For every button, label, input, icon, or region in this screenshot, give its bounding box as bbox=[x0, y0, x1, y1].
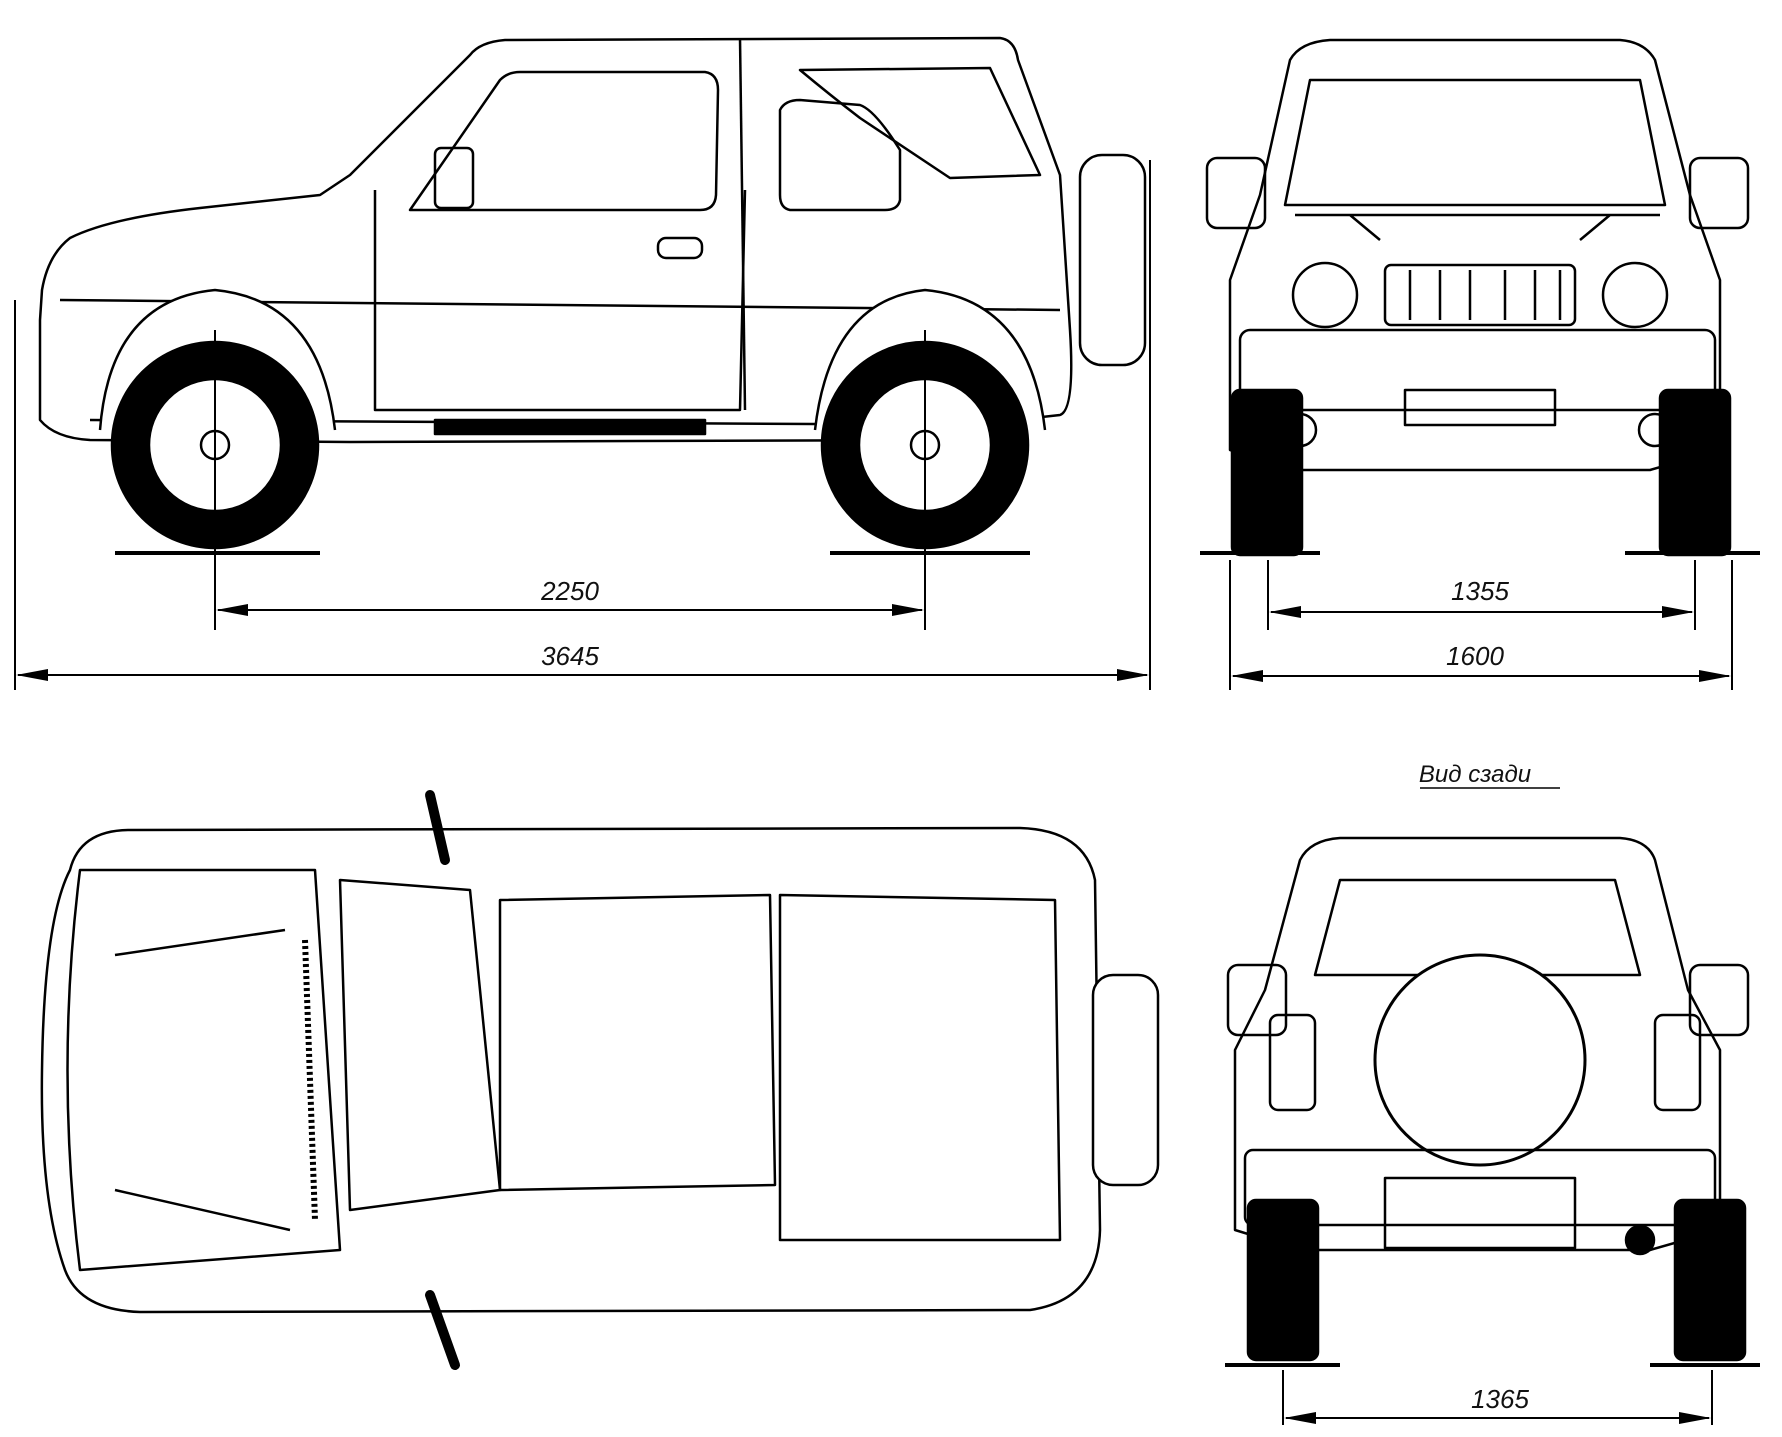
side-dimensions bbox=[14, 160, 1151, 690]
rear-track-label: 1365 bbox=[1471, 1384, 1529, 1414]
top-hood-lines bbox=[114, 928, 291, 1232]
rear-spare-tire bbox=[1373, 953, 1587, 1167]
front-headlight-right bbox=[1601, 261, 1669, 329]
overall-width-label: 1600 bbox=[1446, 641, 1504, 671]
top-roof bbox=[498, 893, 777, 1192]
front-tire-right bbox=[1658, 388, 1732, 557]
front-body-outline bbox=[1228, 38, 1722, 472]
rear-mirror-left bbox=[1226, 963, 1288, 1037]
top-mirror-right bbox=[425, 1290, 460, 1370]
side-step-bar bbox=[433, 418, 707, 436]
top-cowl-vents bbox=[302, 939, 318, 1221]
side-front-window bbox=[408, 70, 720, 212]
front-view bbox=[1200, 38, 1760, 557]
front-tire-left bbox=[1230, 388, 1304, 557]
front-bumper bbox=[1238, 328, 1717, 412]
front-hood-lines bbox=[1295, 213, 1660, 241]
rear-view bbox=[1225, 836, 1760, 1367]
side-rear-window bbox=[778, 98, 902, 212]
front-grille bbox=[1383, 263, 1577, 327]
side-door-handle bbox=[656, 236, 704, 260]
top-spare-tire bbox=[1091, 973, 1160, 1187]
front-license-plate bbox=[1403, 388, 1557, 427]
top-hood bbox=[66, 868, 342, 1272]
rear-window bbox=[1313, 878, 1642, 977]
top-rear-section bbox=[778, 893, 1062, 1242]
overall-length-label: 3645 bbox=[541, 641, 599, 671]
front-windshield bbox=[1283, 78, 1667, 207]
front-mirror-left bbox=[1205, 156, 1267, 230]
front-dimensions bbox=[1229, 560, 1733, 690]
top-mirror-left bbox=[425, 790, 450, 865]
side-door-line bbox=[373, 189, 747, 412]
rear-light-right bbox=[1653, 1013, 1702, 1112]
side-pillar bbox=[738, 37, 747, 411]
top-view bbox=[40, 790, 1160, 1370]
rear-license-plate bbox=[1383, 1176, 1577, 1250]
side-view bbox=[38, 36, 1147, 555]
side-quarter-window bbox=[798, 66, 1042, 180]
front-mirror-right bbox=[1688, 156, 1750, 230]
front-headlight-left bbox=[1291, 261, 1359, 329]
side-mirror bbox=[433, 146, 475, 210]
rear-dimensions bbox=[1282, 1370, 1713, 1425]
wheelbase-label: 2250 bbox=[540, 576, 599, 606]
front-grille-slots bbox=[1408, 270, 1562, 320]
rear-light-left bbox=[1268, 1013, 1317, 1112]
rear-view-caption: Вид сзади bbox=[1419, 761, 1531, 788]
top-body-outline bbox=[40, 826, 1102, 1314]
front-track-label: 1355 bbox=[1451, 576, 1509, 606]
side-spare-tire bbox=[1078, 153, 1147, 367]
rear-exhaust bbox=[1624, 1224, 1656, 1256]
rear-tire-left bbox=[1246, 1198, 1320, 1362]
top-windshield bbox=[338, 878, 502, 1212]
rear-mirror-right bbox=[1688, 963, 1750, 1037]
rear-bumper bbox=[1243, 1148, 1717, 1227]
rear-tire-right bbox=[1673, 1198, 1747, 1362]
